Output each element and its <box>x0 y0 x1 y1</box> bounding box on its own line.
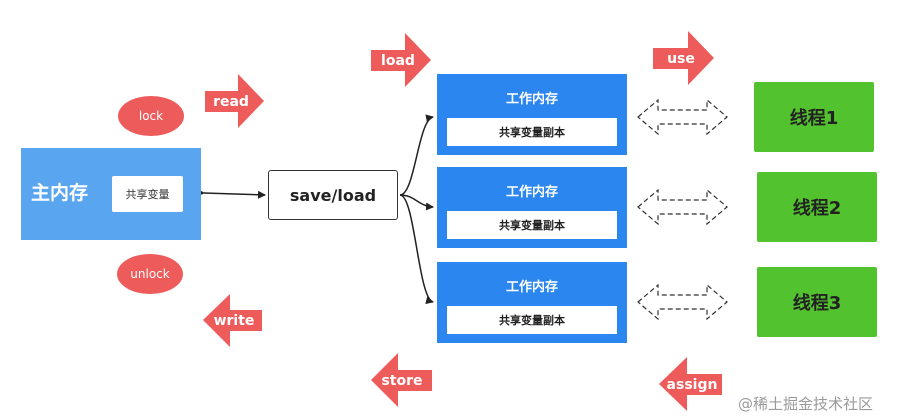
read-op-label: read <box>213 93 249 110</box>
working-memory-3: 工作内存 共享变量副本 <box>437 262 627 343</box>
working-memory-2: 工作内存 共享变量副本 <box>437 167 627 248</box>
unlock-op: unlock <box>117 254 183 294</box>
write-op-label: write <box>213 312 255 329</box>
working-memory-3-title: 工作内存 <box>505 280 558 295</box>
working-memory-1-copy: 共享变量副本 <box>447 118 617 146</box>
dashed-double-arrow-1 <box>637 98 728 136</box>
saveload-wm2-connector <box>399 194 434 211</box>
thread-1: 线程1 <box>754 82 874 152</box>
main-memory-shared-variable: 共享变量 <box>112 176 183 212</box>
load-op-label: load <box>381 52 415 69</box>
working-memory-2-title: 工作内存 <box>505 185 558 200</box>
working-memory-1-title: 工作内存 <box>505 92 558 107</box>
thread-2: 线程2 <box>757 172 877 242</box>
main-saveload-connector <box>196 188 266 199</box>
dashed-double-arrow-3 <box>637 283 728 321</box>
saveload-wm1-connector <box>399 114 434 196</box>
working-memory-2-copy: 共享变量副本 <box>447 211 617 239</box>
assign-op-label: assign <box>666 376 718 393</box>
save-load-box: save/load <box>268 170 398 220</box>
store-op-label: store <box>381 372 423 389</box>
main-memory-title: 主内存 <box>31 182 89 204</box>
thread-3: 线程3 <box>757 267 877 337</box>
saveload-wm3-connector <box>399 194 434 305</box>
working-memory-3-copy: 共享变量副本 <box>447 306 617 334</box>
use-op-label: use <box>667 50 695 67</box>
watermark: @稀土掘金技术社区 <box>738 395 874 413</box>
main-memory-box: 主内存 共享变量 <box>21 148 201 240</box>
lock-op: lock <box>118 96 184 136</box>
dashed-double-arrow-2 <box>637 188 728 226</box>
working-memory-1: 工作内存 共享变量副本 <box>437 74 627 155</box>
